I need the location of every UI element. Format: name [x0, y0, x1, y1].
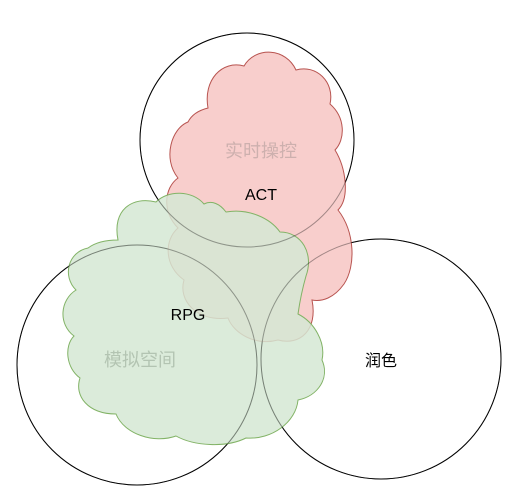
circle-top-overlay — [139, 32, 355, 248]
cloud-rpg — [62, 192, 325, 446]
circle-left-overlay — [16, 244, 258, 486]
act-label: ACT — [245, 187, 277, 204]
right-circle-label: 润色 — [365, 352, 397, 370]
circle-right-overlay — [260, 238, 502, 480]
act-subtitle: 实时操控 — [225, 141, 297, 162]
rpg-label: RPG — [171, 307, 206, 324]
rpg-subtitle: 模拟空间 — [104, 350, 176, 371]
